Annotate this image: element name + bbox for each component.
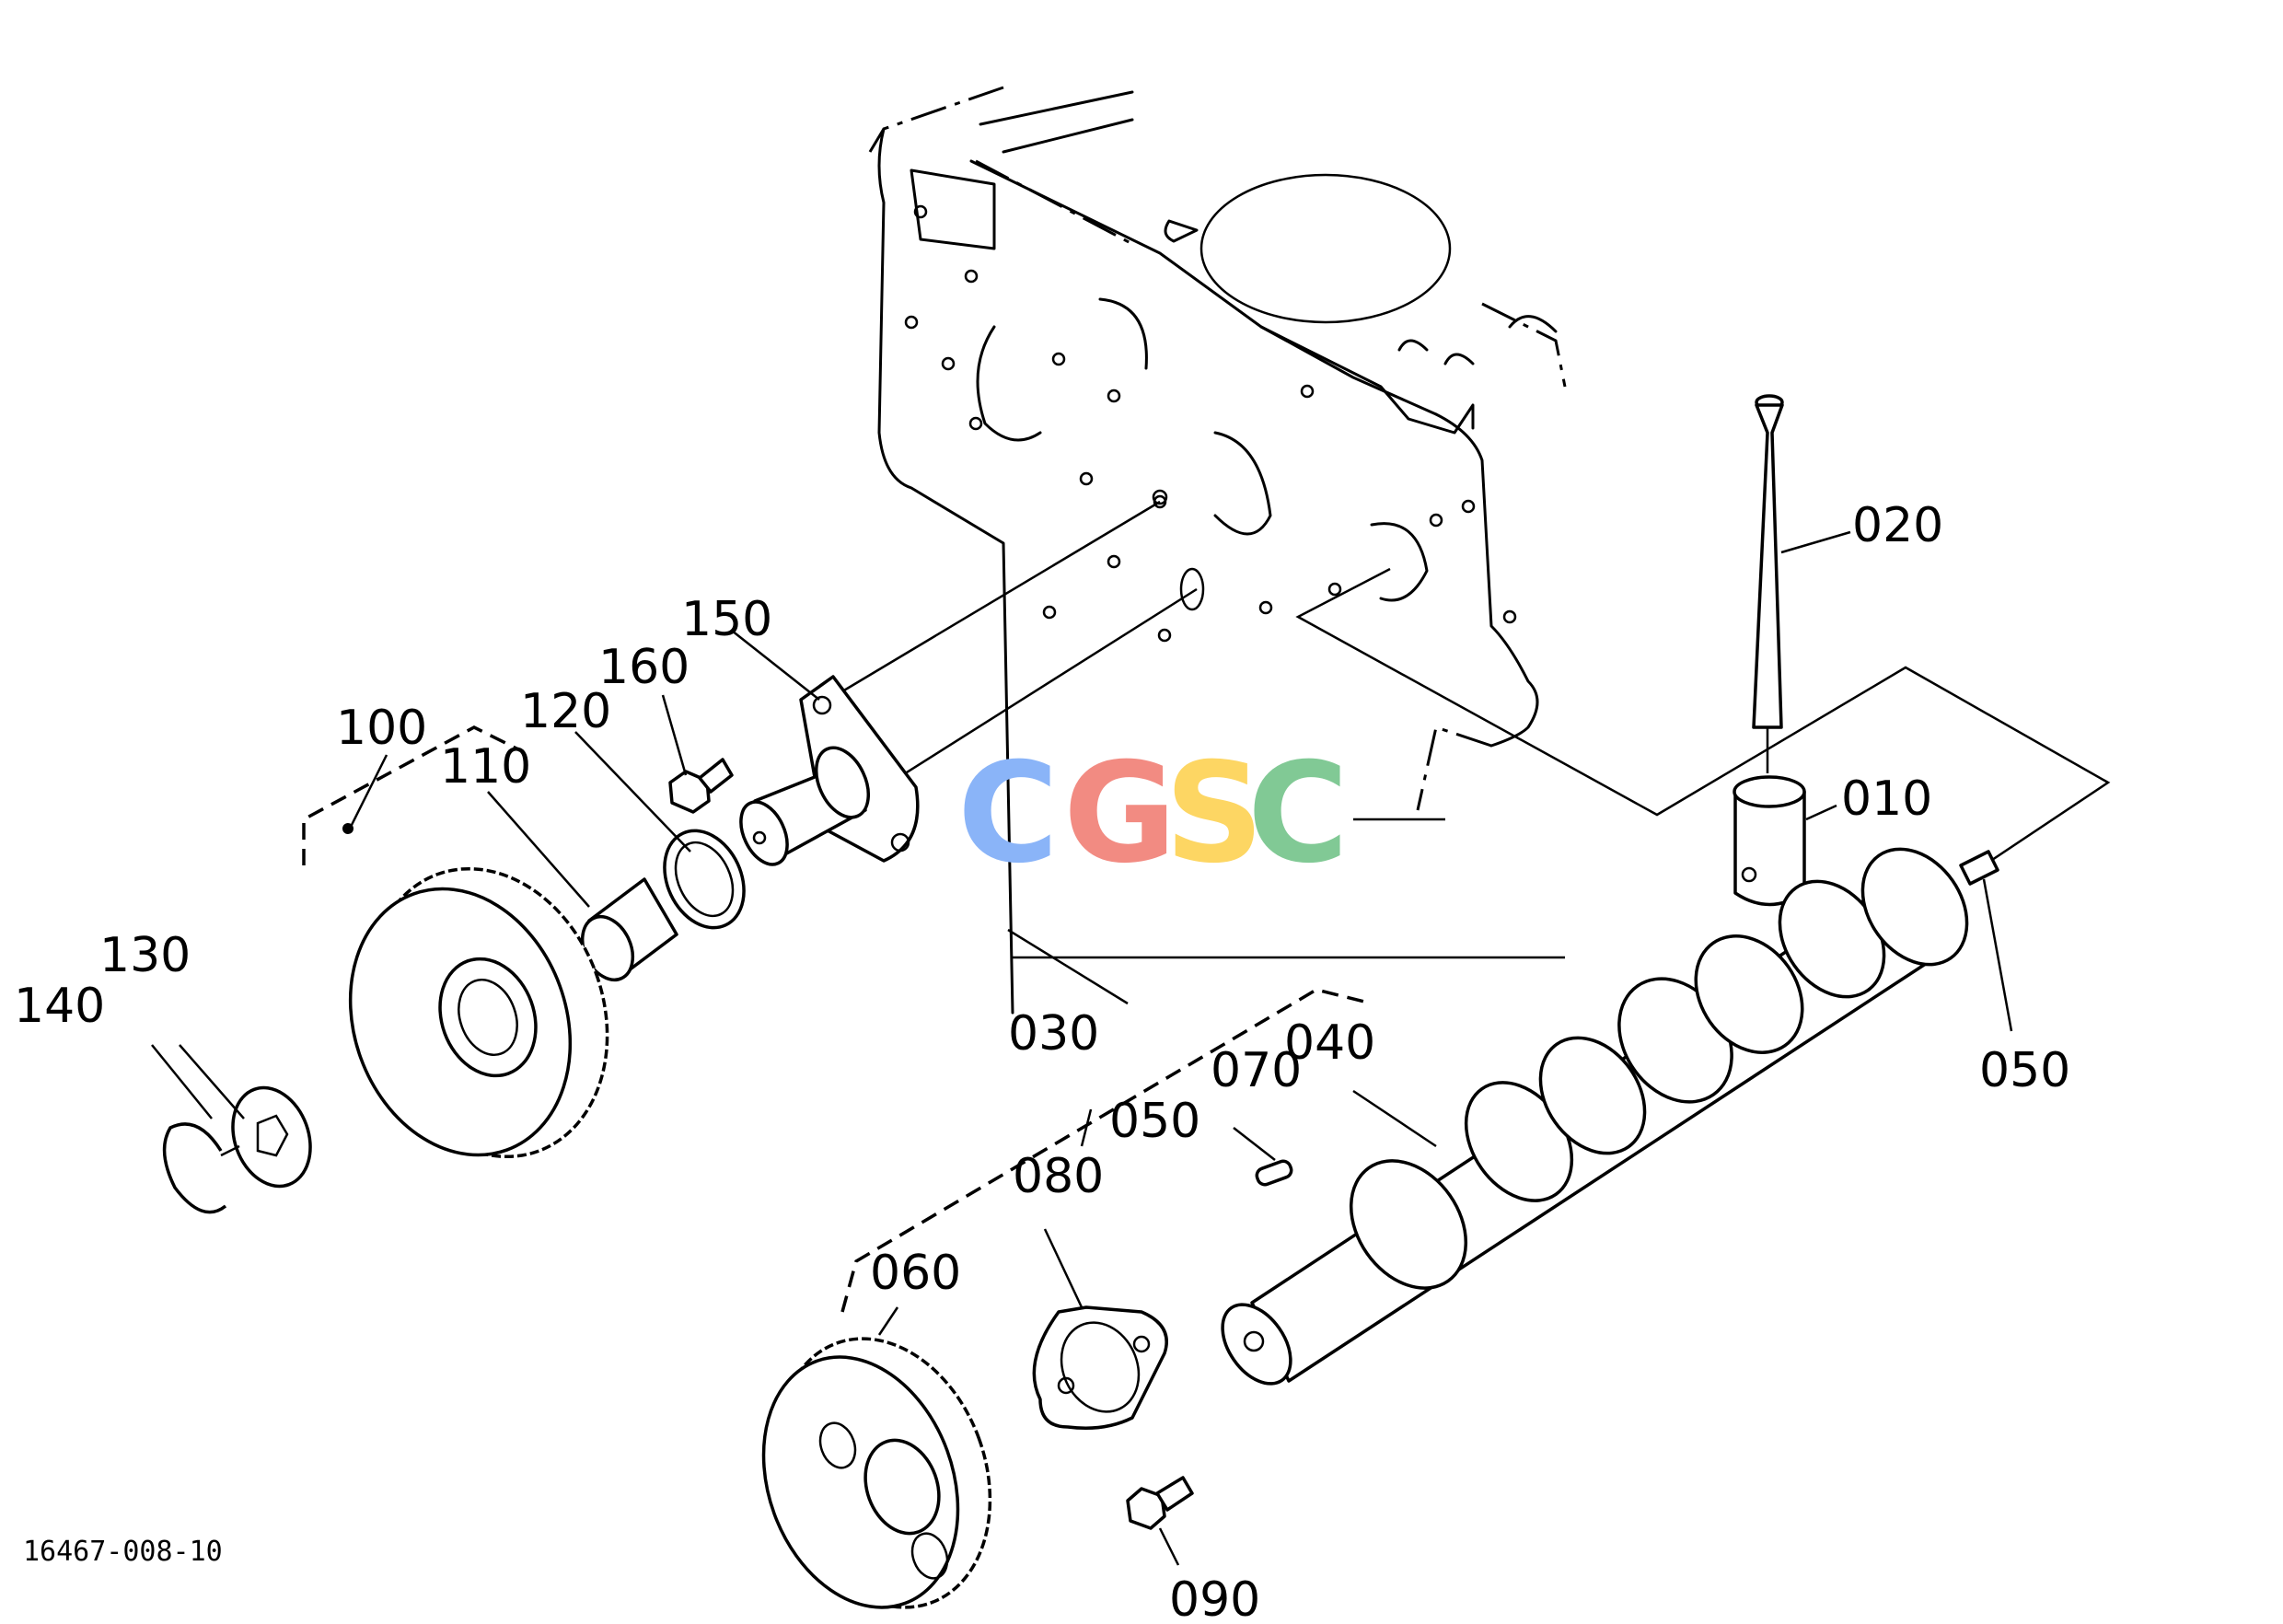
bolt-160: [668, 758, 734, 814]
push-rod-020: [1752, 394, 1784, 773]
label-050-right: 050: [1979, 1043, 2070, 1098]
label-110: 110: [440, 739, 531, 795]
label-160: 160: [598, 640, 690, 695]
bolt-090: [1126, 1476, 1194, 1530]
label-070: 070: [1211, 1043, 1302, 1098]
circlip-140: [162, 1122, 240, 1214]
collar-130: [231, 1085, 312, 1189]
label-050-left: 050: [1109, 1094, 1200, 1149]
watermark-letter-4: C: [1247, 734, 1349, 894]
engine-block: [868, 86, 1567, 1015]
plate-080: [1032, 1305, 1168, 1430]
label-030: 030: [1008, 1006, 1099, 1061]
label-100: 100: [336, 701, 427, 756]
watermark-letter-1: C: [957, 734, 1059, 894]
label-120: 120: [520, 684, 611, 739]
idle-gear-100: [342, 823, 609, 1159]
camshaft-040: [1221, 847, 1969, 1386]
label-060: 060: [870, 1246, 961, 1301]
label-090: 090: [1169, 1572, 1260, 1624]
label-140: 140: [14, 979, 105, 1034]
label-080: 080: [1013, 1149, 1104, 1204]
label-040: 040: [1284, 1015, 1375, 1071]
label-020: 020: [1852, 498, 1943, 553]
label-010: 010: [1841, 771, 1932, 827]
watermark-letter-3: S: [1165, 734, 1264, 894]
label-150: 150: [681, 592, 772, 647]
label-130: 130: [99, 928, 191, 983]
drawing-number: 16467-008-10: [23, 1536, 223, 1568]
tappet-010: [1733, 775, 1806, 907]
thrust-washer-120: [663, 829, 746, 930]
plug-050: [1959, 850, 1999, 886]
idle-gear-shaft-150: [739, 675, 920, 866]
watermark-letter-2: G: [1063, 734, 1176, 894]
watermark-logo: C G S C: [957, 734, 1349, 894]
part-labels: 020 010 030 040 050 050 070 080 060 090 …: [14, 498, 2070, 1624]
label-leaders: [151, 530, 2013, 1566]
cam-gear-060: [761, 1337, 992, 1609]
bushing-110: [580, 877, 678, 982]
